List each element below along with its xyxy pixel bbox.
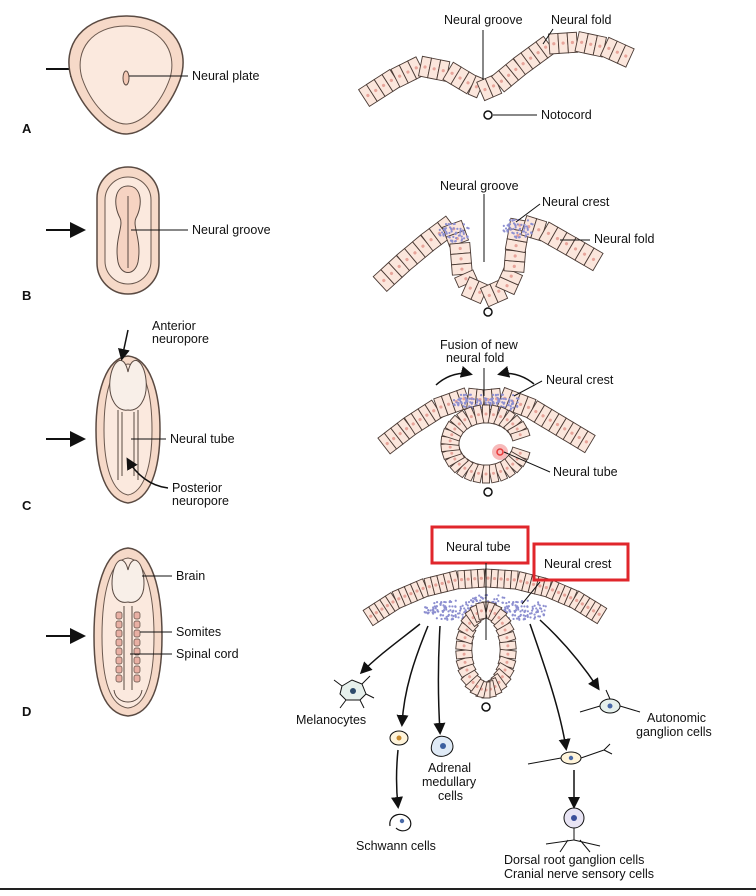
somite	[133, 656, 141, 665]
neural-tube-cell	[440, 404, 531, 484]
label-neural-crest-d: Neural crest	[544, 557, 612, 571]
notochord-c	[483, 487, 493, 497]
ectoderm-cell	[520, 395, 537, 419]
label-neural-tube-c-left: Neural tube	[170, 432, 235, 446]
label-adrenal-2: medullary	[422, 775, 477, 789]
neural-tube-d	[455, 601, 517, 699]
notochord-b	[483, 307, 493, 317]
label-brain: Brain	[176, 569, 205, 583]
label-dorsal-root-2: Cranial nerve sensory cells	[504, 867, 654, 881]
somite	[115, 674, 123, 683]
schwann-precursor-cell	[389, 730, 409, 746]
ectoderm-cell	[470, 569, 480, 589]
somites-d	[115, 611, 141, 683]
ectoderm-cell	[409, 580, 425, 602]
label-autonomic-2: ganglion cells	[636, 725, 712, 739]
ectoderm-cell	[548, 32, 560, 55]
label-neural-groove-b: Neural groove	[440, 179, 519, 193]
neural-tube-cell	[455, 601, 517, 699]
ectoderm-cell	[579, 597, 597, 618]
label-melanocytes: Melanocytes	[296, 713, 366, 727]
label-neural-groove-b-left: Neural groove	[192, 223, 271, 237]
somite	[133, 674, 141, 683]
bottom-divider	[0, 888, 756, 890]
highlight-box-neural-tube	[430, 525, 530, 565]
ectoderm-sheet-c	[377, 386, 596, 455]
label-posterior-neuropore-2: neuropore	[172, 494, 229, 508]
label-adrenal-3: cells	[438, 789, 463, 803]
label-posterior-neuropore-1: Posterior	[172, 481, 222, 495]
somite	[115, 611, 123, 620]
neural-tube-c	[440, 404, 531, 484]
label-schwann-cells: Schwann cells	[356, 839, 436, 853]
label-anterior-neuropore-1: Anterior	[152, 319, 196, 333]
panel-c: C Anterior neuropore Neural tube Posteri…	[22, 319, 618, 513]
panel-label-b: B	[22, 288, 31, 303]
label-neural-crest-c: Neural crest	[546, 373, 614, 387]
somite	[133, 665, 141, 674]
ectoderm-cell	[577, 430, 596, 454]
panel-label-a: A	[22, 121, 32, 136]
notochord-d	[481, 702, 491, 712]
somite	[133, 647, 141, 656]
autonomic-ganglion-cell	[579, 689, 641, 714]
label-somites: Somites	[176, 625, 221, 639]
label-neural-tube-d: Neural tube	[446, 540, 511, 554]
ectoderm-cell	[433, 395, 449, 419]
bipolar-neuron-cell	[527, 743, 613, 765]
somite	[133, 629, 141, 638]
panel-a: A Neural plate Neural groove Neural fold…	[22, 13, 635, 136]
somite	[133, 638, 141, 647]
panel-label-c: C	[22, 498, 32, 513]
somite	[115, 620, 123, 629]
somite	[115, 629, 123, 638]
ectoderm-cell	[496, 569, 506, 589]
somite	[133, 611, 141, 620]
label-adrenal-1: Adrenal	[428, 761, 471, 775]
label-neural-fold-a: Neural fold	[551, 13, 611, 27]
somite	[133, 620, 141, 629]
adrenal-medullary-cell	[430, 735, 454, 757]
label-neural-fold-b: Neural fold	[594, 232, 654, 246]
panel-d: D Brain Somites Spinal cord Neural tube …	[22, 525, 712, 881]
label-fusion-2: neural fold	[446, 351, 504, 365]
dorsal-root-ganglion-cell	[545, 807, 601, 853]
somite	[115, 638, 123, 647]
ectoderm-cell	[504, 238, 528, 254]
label-neural-plate: Neural plate	[192, 69, 259, 83]
ectoderm-cell	[566, 31, 579, 54]
ectoderm-cell	[476, 568, 486, 588]
panel-label-d: D	[22, 704, 31, 719]
label-neural-crest-b: Neural crest	[542, 195, 610, 209]
label-autonomic-1: Autonomic	[647, 711, 706, 725]
label-neural-groove-a: Neural groove	[444, 13, 523, 27]
somite	[115, 665, 123, 674]
melanocyte-cell	[333, 675, 375, 709]
label-anterior-neuropore-2: neuropore	[152, 332, 209, 346]
schwann-cell	[389, 813, 412, 832]
somite	[115, 647, 123, 656]
panel-b: B Neural groove Neural groove Neural cre…	[22, 166, 654, 317]
ectoderm-sheet-b	[372, 215, 604, 308]
ectoderm-cell	[390, 64, 409, 88]
ectoderm-cell	[583, 247, 604, 272]
label-notocord: Notocord	[541, 108, 592, 122]
label-fusion-1: Fusion of new	[440, 338, 519, 352]
label-neural-tube-c: Neural tube	[553, 465, 618, 479]
ectoderm-cell	[557, 32, 569, 54]
notochord-a	[483, 110, 493, 120]
highlight-box-neural-crest	[532, 542, 630, 582]
label-dorsal-root-1: Dorsal root ganglion cells	[504, 853, 644, 867]
ectoderm-cell	[503, 259, 526, 273]
ectoderm-cell	[442, 571, 455, 592]
somite	[115, 656, 123, 665]
ectoderm-cell	[616, 44, 635, 68]
ectoderm-sheet-a	[357, 31, 635, 108]
label-spinal-cord: Spinal cord	[176, 647, 239, 661]
ectoderm-cell	[591, 604, 608, 625]
